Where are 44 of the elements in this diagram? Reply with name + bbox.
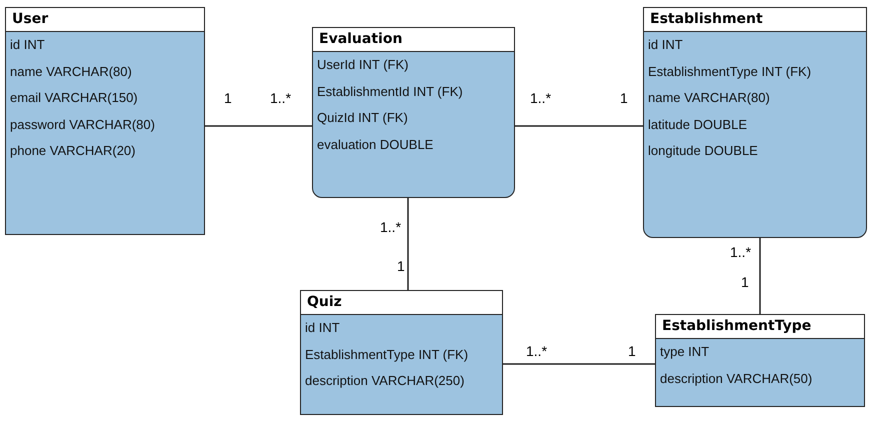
column-text: EstablishmentId INT (FK): [316, 82, 464, 101]
relationship-line: [503, 363, 655, 365]
column-text: type INT: [659, 343, 710, 361]
relationship-line: [759, 238, 761, 314]
multiplicity-label: 1: [397, 258, 405, 274]
table-title: User: [6, 8, 204, 32]
multiplicity-label: 1: [620, 90, 628, 106]
column-text: UserId INT (FK): [316, 56, 410, 74]
multiplicity-label: 1: [224, 90, 232, 106]
multiplicity-label: 1..*: [530, 90, 552, 106]
column-text: phone VARCHAR(20): [9, 142, 136, 160]
column-text: password VARCHAR(80): [9, 116, 156, 134]
column-text: name VARCHAR(80): [9, 62, 133, 81]
relationship-line: [515, 125, 643, 127]
relationship-line: [407, 198, 409, 290]
column-text: id INT: [647, 36, 684, 54]
column-text: longitude DOUBLE: [647, 142, 759, 160]
column-text: EstablishmentType INT (FK): [304, 346, 470, 364]
column-text: QuizId INT (FK): [316, 109, 409, 127]
column-text: name VARCHAR(80): [647, 89, 771, 107]
column-text: EstablishmentType INT (FK): [647, 62, 812, 81]
table-box: [643, 7, 867, 238]
relationship-line: [205, 125, 312, 127]
multiplicity-label: 1..*: [730, 244, 752, 260]
table-box: [655, 314, 865, 407]
table-box: [300, 290, 503, 415]
column-text: description VARCHAR(50): [659, 370, 814, 388]
table-box: [312, 27, 515, 198]
column-text: latitude DOUBLE: [647, 116, 748, 134]
multiplicity-label: 1..*: [526, 343, 548, 359]
table-title: EstablishmentType: [656, 315, 864, 339]
column-text: id INT: [9, 36, 46, 54]
column-text: email VARCHAR(150): [9, 89, 139, 107]
multiplicity-label: 1..*: [380, 219, 402, 235]
table-title: Establishment: [644, 8, 866, 32]
table-title: Quiz: [301, 291, 502, 315]
multiplicity-label: 1: [628, 343, 636, 359]
multiplicity-label: 1: [741, 274, 749, 290]
multiplicity-label: 1..*: [270, 90, 292, 106]
column-text: evaluation DOUBLE: [316, 136, 434, 154]
table-box: [5, 7, 205, 235]
table-title: Evaluation: [313, 28, 514, 52]
column-text: id INT: [304, 319, 341, 337]
column-text: description VARCHAR(250): [304, 372, 466, 390]
